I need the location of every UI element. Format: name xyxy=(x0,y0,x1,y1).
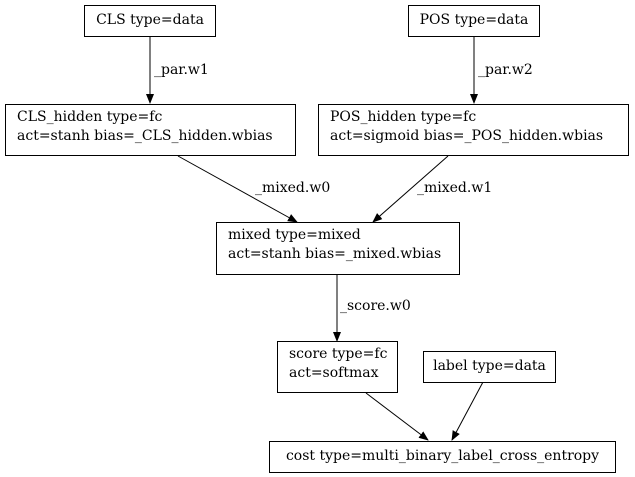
node-pos-hidden-line-1: act=sigmoid bias=_POS_hidden.wbias xyxy=(330,128,604,144)
node-cls-line-0: CLS type=data xyxy=(96,12,204,28)
node-mixed-line-0: mixed type=mixed xyxy=(228,227,361,243)
node-label-line-0: label type=data xyxy=(433,358,546,374)
node-cls: CLS type=data xyxy=(84,5,216,37)
edge-label-par-w2: _par.w2 xyxy=(478,62,533,78)
node-cost-line-0: cost type=multi_binary_label_cross_entro… xyxy=(285,448,600,464)
node-cls-hidden-line-0: CLS_hidden type=fc xyxy=(17,109,163,125)
edge-label-mixed-w0: _mixed.w0 xyxy=(255,180,331,196)
node-label: label type=data xyxy=(423,351,556,383)
node-cls-hidden: CLS_hidden type=fc act=stanh bias=_CLS_h… xyxy=(5,104,296,156)
edge-label-to-cost xyxy=(451,381,484,441)
node-score-line-0: score type=fc xyxy=(289,346,388,362)
node-mixed: mixed type=mixed act=stanh bias=_mixed.w… xyxy=(216,222,460,275)
edge-label-mixed-w1: _mixed.w1 xyxy=(417,180,493,196)
node-score: score type=fc act=softmax xyxy=(277,341,398,393)
edge-label-score-w0: _score.w0 xyxy=(340,298,411,314)
node-pos-hidden-line-0: POS_hidden type=fc xyxy=(330,109,477,125)
node-cost: cost type=multi_binary_label_cross_entro… xyxy=(269,441,616,473)
edge-score-to-cost xyxy=(365,392,429,441)
node-pos-line-0: POS type=data xyxy=(419,12,529,28)
edge-label-par-w1: _par.w1 xyxy=(154,62,209,78)
node-pos: POS type=data xyxy=(408,5,540,37)
node-pos-hidden: POS_hidden type=fc act=sigmoid bias=_POS… xyxy=(318,104,629,156)
edge-pos-hidden-to-mixed xyxy=(372,155,449,223)
node-score-line-1: act=softmax xyxy=(289,365,379,381)
edge-cls-hidden-to-mixed xyxy=(177,155,298,223)
node-cls-hidden-line-1: act=stanh bias=_CLS_hidden.wbias xyxy=(17,128,273,144)
node-mixed-line-1: act=stanh bias=_mixed.wbias xyxy=(228,246,442,262)
